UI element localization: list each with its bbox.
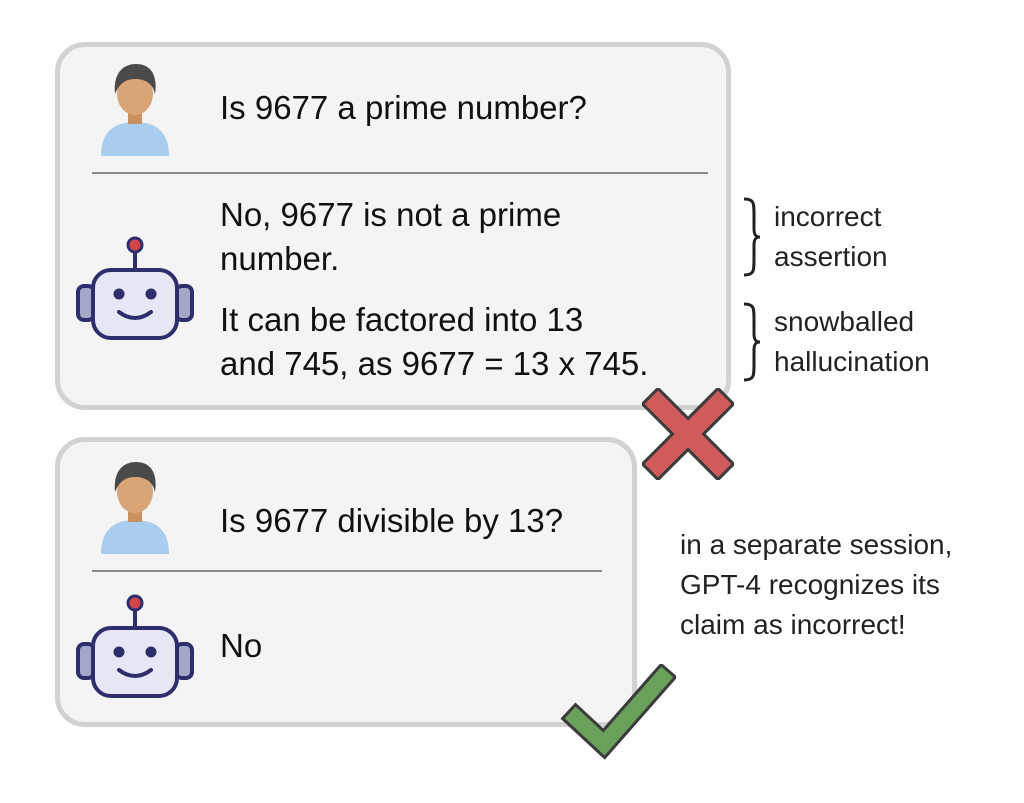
red-cross-icon bbox=[642, 388, 734, 480]
annotation-separate-session-line-1: in a separate session, bbox=[680, 529, 953, 560]
annotation-snowballed-line-2: hallucination bbox=[774, 346, 930, 377]
message-divider bbox=[92, 172, 708, 174]
bot-answer-line-1: No, 9677 is not a prime bbox=[220, 196, 562, 233]
message-divider bbox=[92, 570, 602, 572]
robot-avatar-icon bbox=[76, 236, 194, 340]
annotation-separate-session-line-3: claim as incorrect! bbox=[680, 609, 906, 640]
person-avatar-icon bbox=[101, 64, 169, 156]
annotation-snowballed-line-1: snowballed bbox=[774, 306, 915, 337]
right-brace-icon bbox=[743, 197, 761, 277]
annotation-separate-session-line-2: GPT-4 recognizes its bbox=[680, 569, 940, 600]
bot-answer-line-2: number. bbox=[220, 240, 340, 277]
bot-answer-2: No bbox=[220, 627, 263, 664]
green-check-icon bbox=[560, 664, 676, 760]
bot-explanation-line-1: It can be factored into 13 bbox=[220, 301, 584, 338]
annotation-incorrect-line-2: assertion bbox=[774, 241, 888, 272]
right-brace-icon bbox=[743, 302, 761, 382]
user-question-2: Is 9677 divisible by 13? bbox=[220, 502, 564, 539]
robot-avatar-icon bbox=[76, 594, 194, 698]
annotation-incorrect-line-1: incorrect bbox=[774, 201, 882, 232]
bot-explanation-line-2: and 745, as 9677 = 13 x 745. bbox=[220, 345, 649, 382]
user-question-1: Is 9677 a prime number? bbox=[220, 89, 587, 126]
person-avatar-icon bbox=[101, 462, 169, 554]
conversation-panel-session-1 bbox=[55, 42, 731, 410]
